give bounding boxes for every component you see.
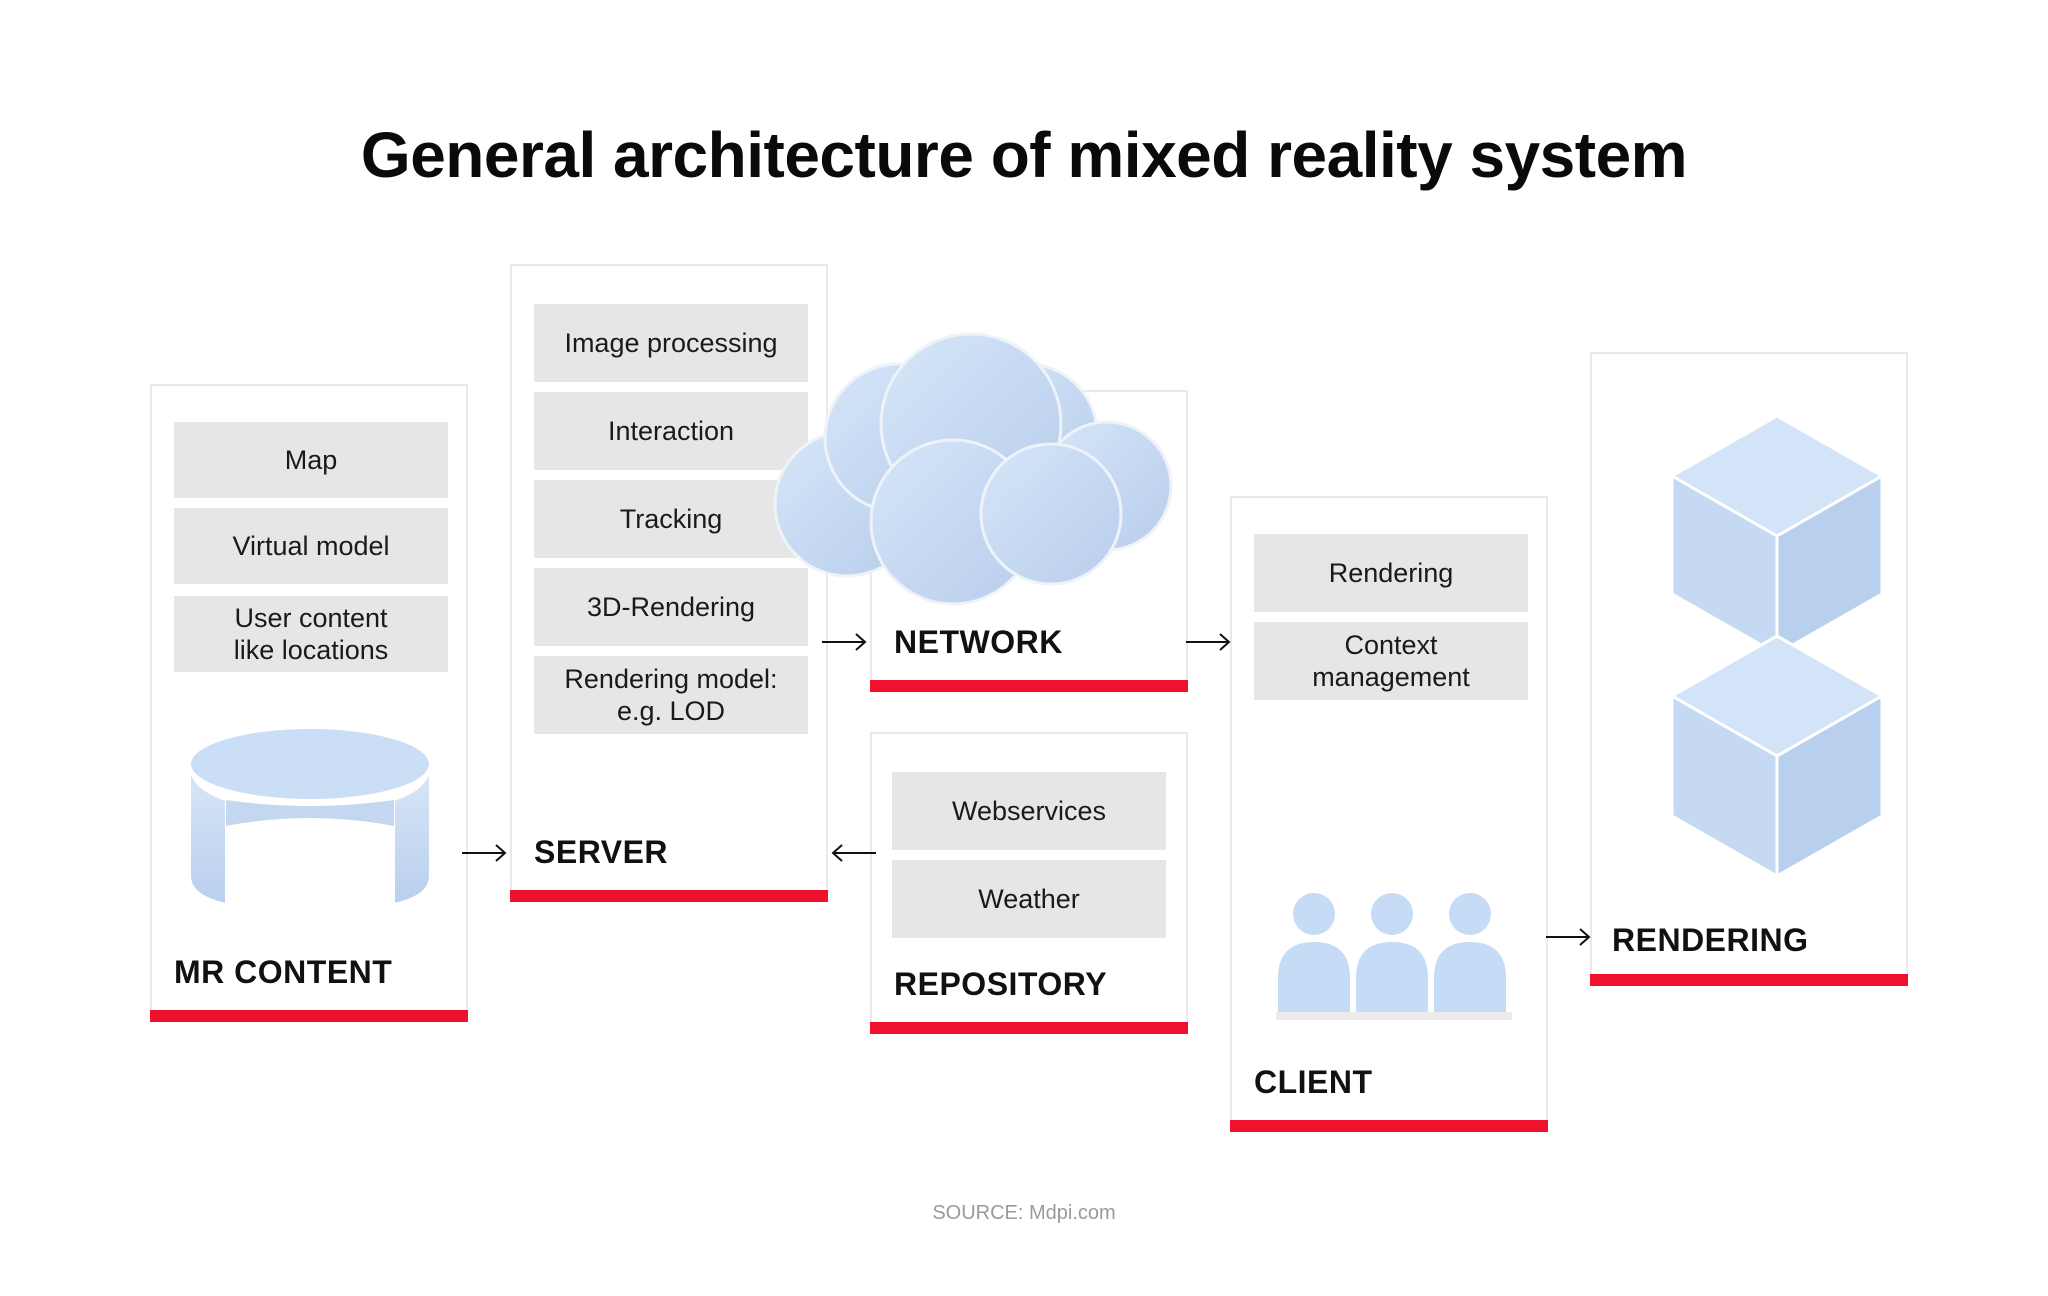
source-caption: SOURCE: Mdpi.com [932, 1202, 1116, 1224]
client-accent-bar [1230, 1120, 1548, 1132]
repository-accent-bar [870, 1022, 1188, 1034]
server-accent-bar [510, 890, 828, 902]
repository-panel: Webservices Weather REPOSITORY [870, 732, 1188, 1034]
arrow-repository-to-server [831, 844, 876, 862]
server-item-3d-rendering: 3D-Rendering [534, 568, 808, 646]
arrow-mr-content-to-server [462, 844, 507, 862]
arrow-server-to-network [822, 633, 867, 651]
rendering-panel: RENDERING [1590, 352, 1908, 986]
network-accent-bar [870, 680, 1188, 692]
server-label: SERVER [534, 834, 669, 870]
client-panel: Rendering Context management CLIENT [1230, 496, 1548, 1132]
users-icon [1276, 893, 1512, 1020]
network-label: NETWORK [894, 624, 1063, 660]
client-item-rendering: Rendering [1254, 534, 1528, 612]
mr-content-accent-bar [150, 1010, 468, 1022]
diagram-title: General architecture of mixed reality sy… [360, 119, 1688, 191]
server-item-tracking: Tracking [534, 480, 808, 558]
server-item-rendering-model: Rendering model: e.g. LOD [534, 656, 808, 734]
rendering-label: RENDERING [1612, 922, 1809, 958]
mr-content-item-map: Map [174, 422, 448, 498]
cubes-icon [1670, 414, 1884, 878]
repository-item-weather: Weather [892, 860, 1166, 938]
repository-label: REPOSITORY [894, 966, 1108, 1002]
client-item-context-management: Context management [1254, 622, 1528, 700]
cloud-icon [773, 332, 1173, 606]
database-icon [189, 727, 431, 906]
mr-content-label: MR CONTENT [174, 954, 393, 990]
rendering-accent-bar [1590, 974, 1908, 986]
client-label: CLIENT [1254, 1064, 1373, 1100]
mr-content-item-user-content: User content like locations [174, 596, 448, 672]
repository-item-webservices: Webservices [892, 772, 1166, 850]
server-item-image-processing: Image processing [534, 304, 808, 382]
arrow-client-to-rendering [1546, 928, 1591, 946]
server-panel: Image processing Interaction Tracking 3D… [510, 264, 828, 902]
arrow-network-to-client [1186, 633, 1231, 651]
mr-content-panel: Map Virtual model User content like loca… [150, 384, 468, 1022]
server-item-interaction: Interaction [534, 392, 808, 470]
mr-content-item-virtual-model: Virtual model [174, 508, 448, 584]
